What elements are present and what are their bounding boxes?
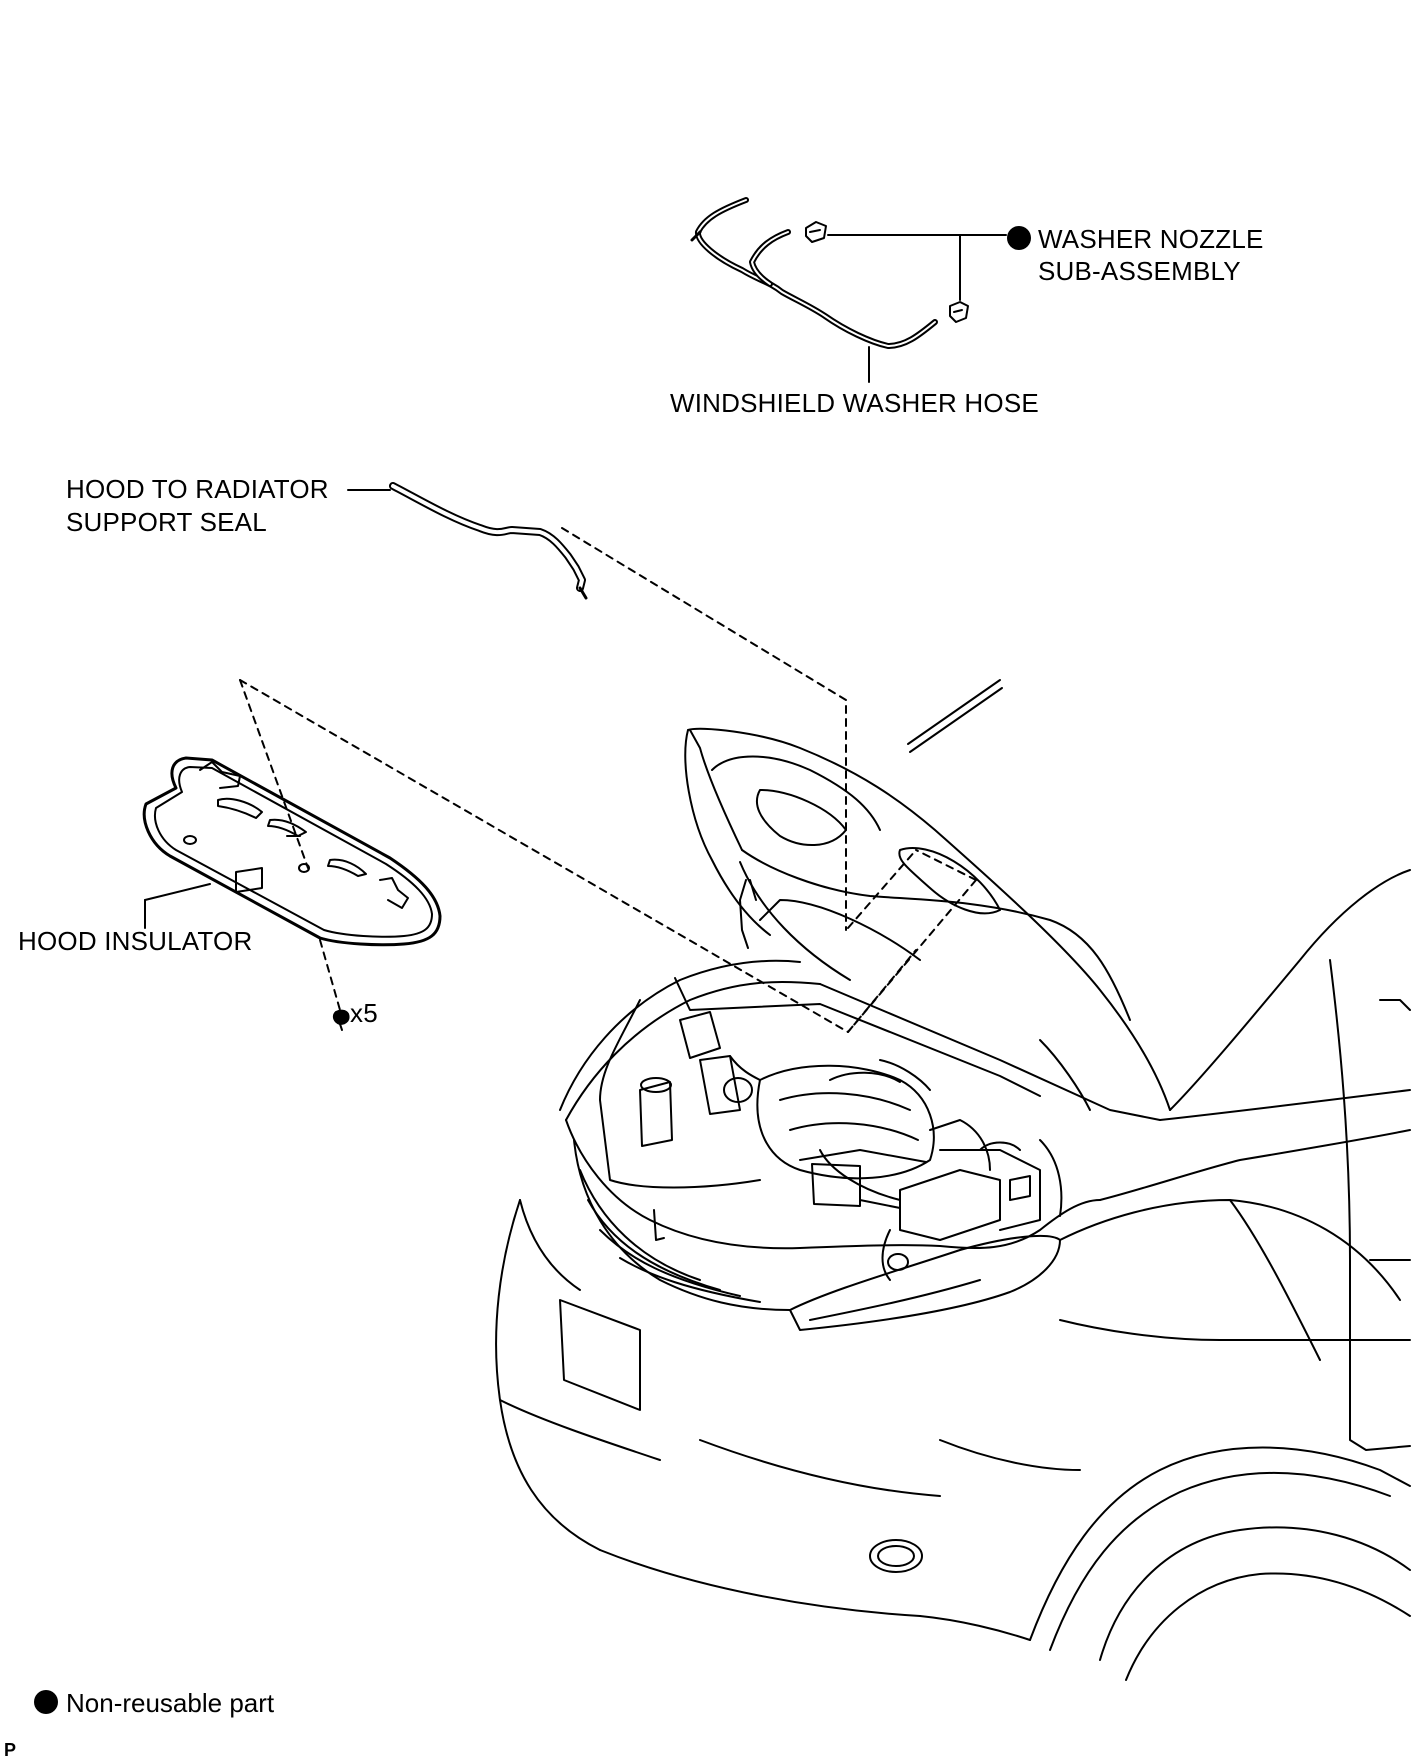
support-seal-label-line2: SUPPORT SEAL (66, 507, 267, 537)
clip-count-label: x5 (350, 998, 378, 1028)
windshield-washer-hose (690, 197, 938, 383)
hood-to-radiator-support-seal (389, 482, 588, 600)
clip-icon (332, 1009, 350, 1031)
washer-nozzle-left (805, 221, 827, 243)
support-seal-label-line1: HOOD TO RADIATOR (66, 474, 329, 504)
hood-insulator-label: HOOD INSULATOR (18, 926, 253, 956)
washer-nozzle-label-line1: WASHER NOZZLE (1038, 224, 1264, 254)
washer-nozzle-right (949, 301, 969, 323)
corner-mark: P (4, 1740, 17, 1760)
non-reusable-marker-icon (1007, 226, 1031, 250)
washer-nozzle-label-line2: SUB-ASSEMBLY (1038, 256, 1241, 286)
hood-insulator (142, 756, 442, 947)
legend-non-reusable-label: Non-reusable part (66, 1688, 275, 1718)
legend-non-reusable-icon (34, 1690, 58, 1714)
vehicle-body (495, 679, 1411, 1681)
windshield-washer-hose-label: WINDSHIELD WASHER HOSE (670, 388, 1039, 418)
